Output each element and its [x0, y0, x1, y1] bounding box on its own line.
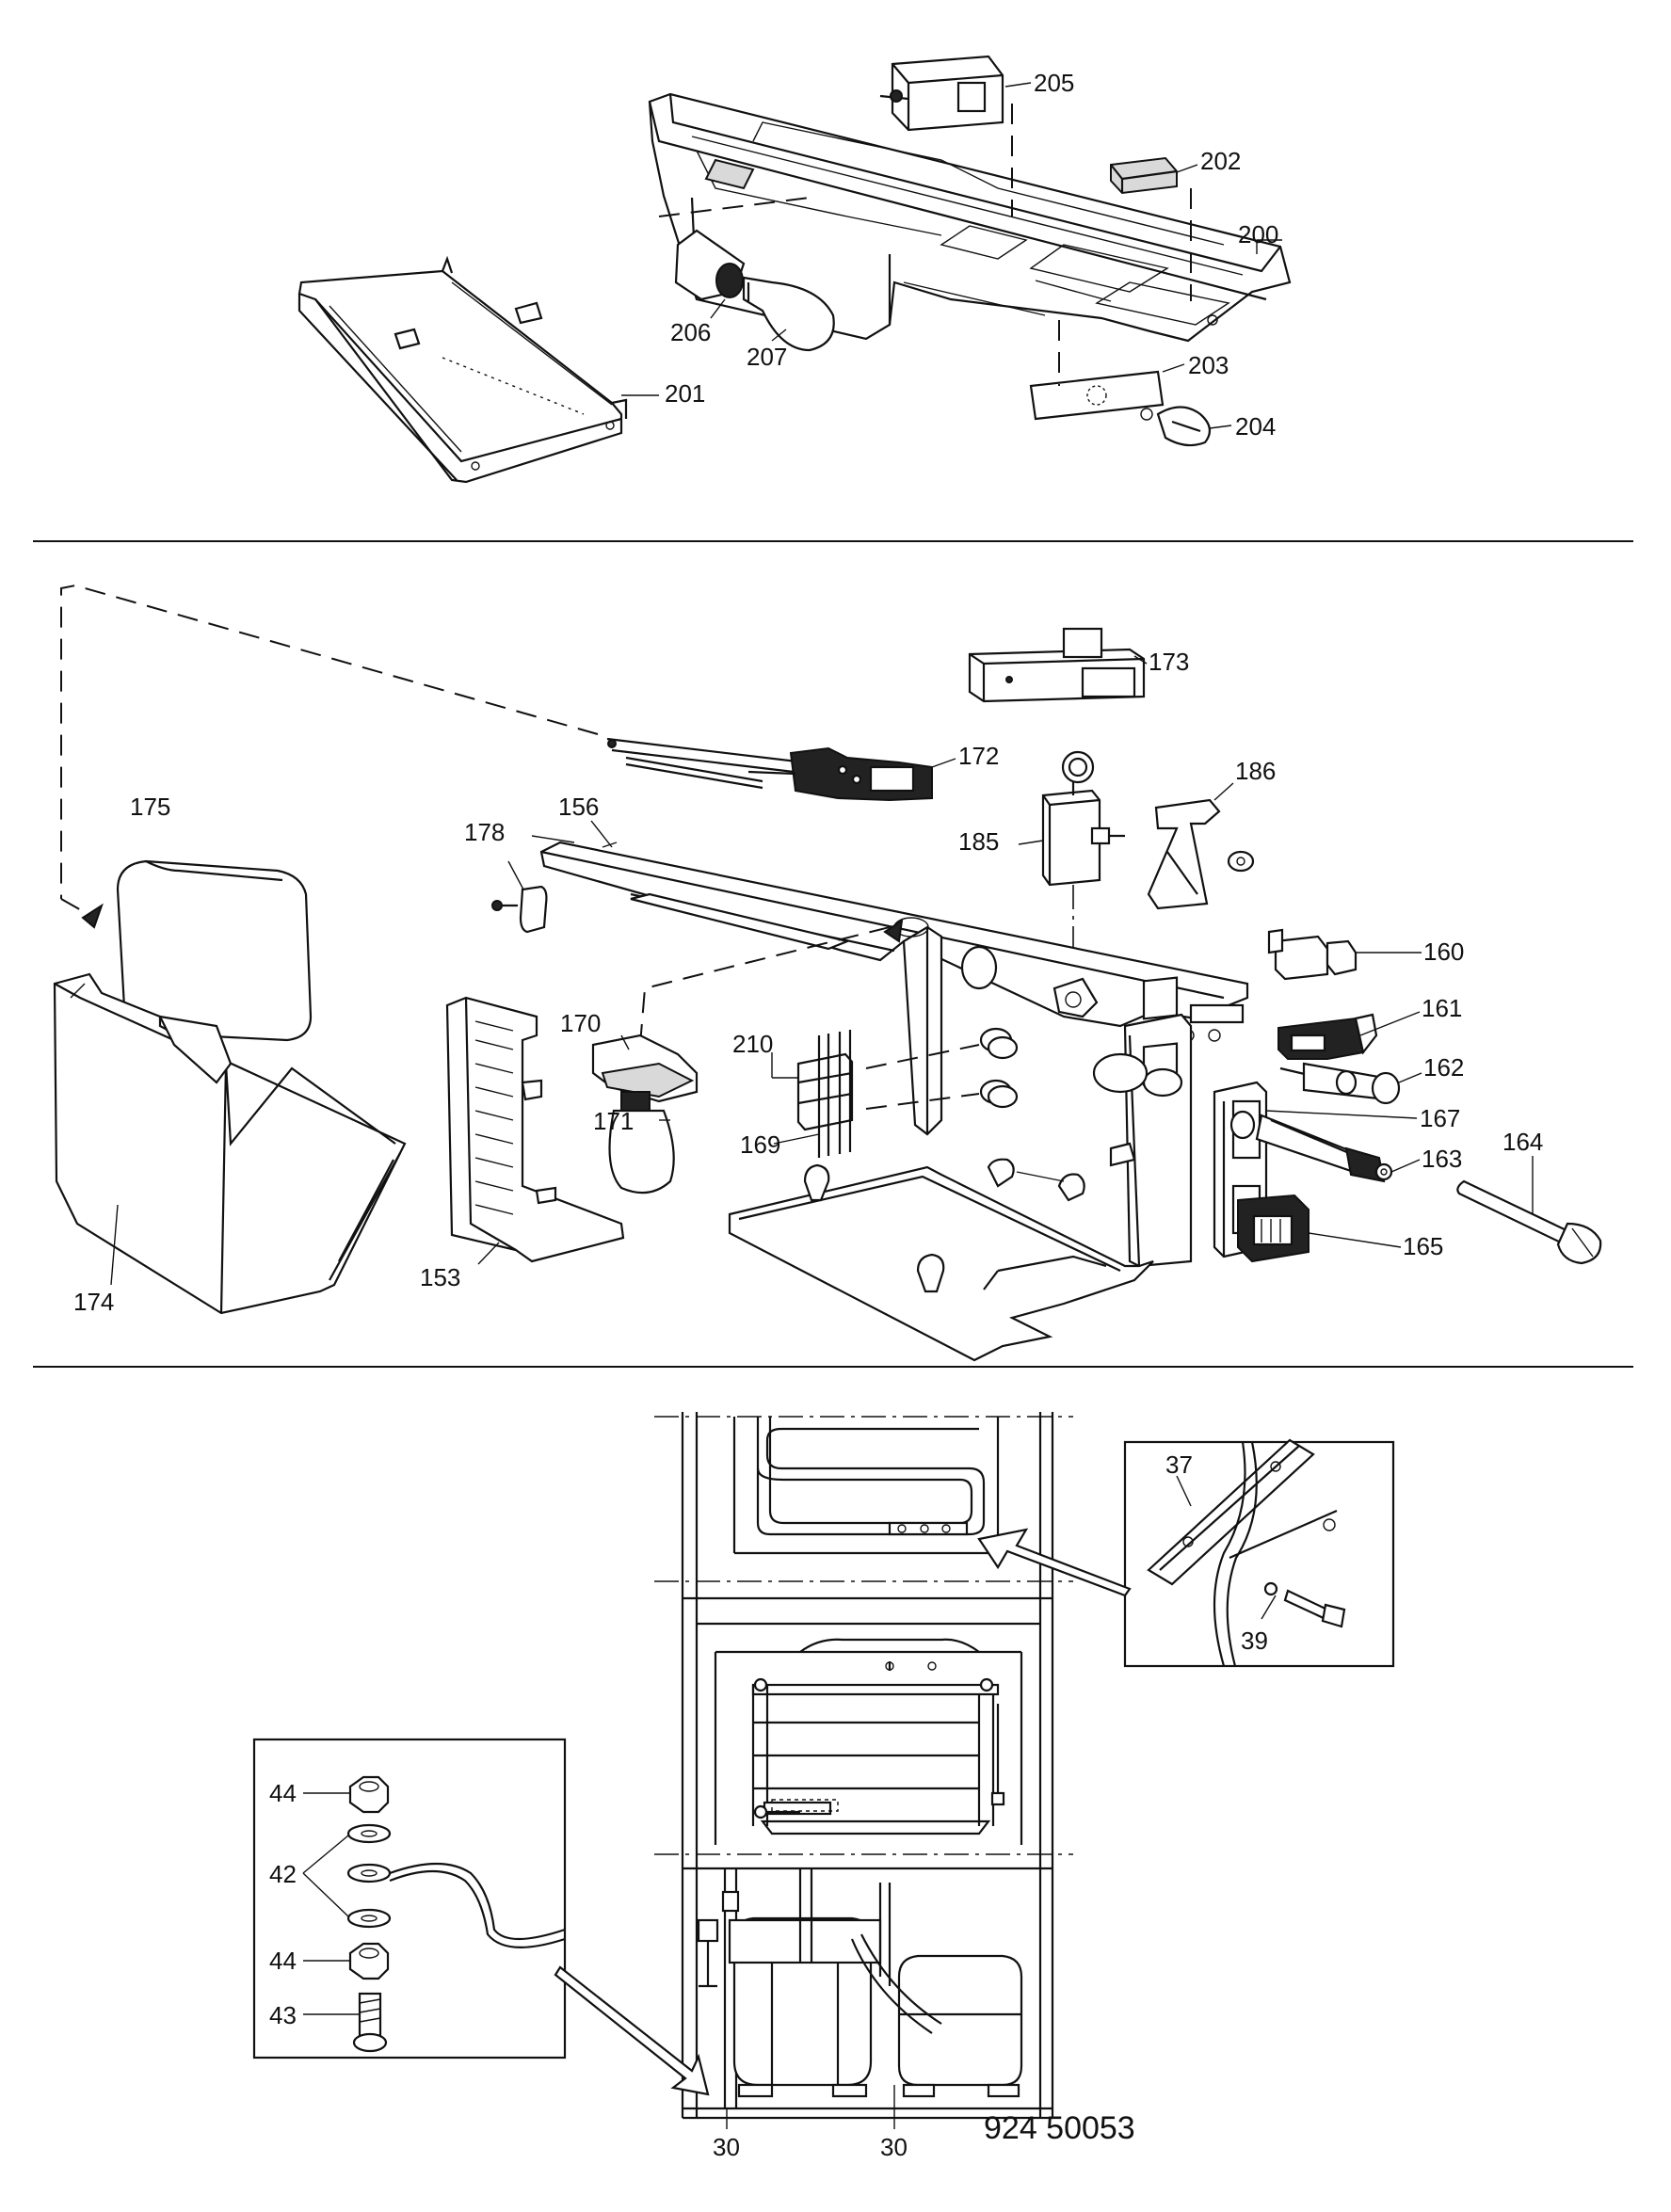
label-44-bottom: 44: [269, 1947, 297, 1975]
standoffs-drawing: [865, 1035, 1019, 1110]
freezer-coils-drawing: [732, 1417, 1000, 1555]
rod-164-drawing: [1456, 1179, 1602, 1265]
label-203: 203: [1188, 351, 1229, 379]
terminal-block-210-drawing: [796, 1030, 854, 1158]
lamp-holder-202-drawing: [1110, 156, 1192, 301]
label-30-left: 30: [713, 2133, 740, 2161]
label-174: 174: [73, 1288, 114, 1316]
cover-175-drawing: [116, 859, 313, 1042]
label-207: 207: [747, 343, 787, 371]
label-30-right: 30: [880, 2133, 908, 2161]
lamp-206-207-drawing: [658, 197, 835, 352]
label-163: 163: [1422, 1145, 1462, 1173]
switch-161-drawing: [1277, 1013, 1378, 1060]
lamp-170-171-drawing: [591, 918, 904, 1194]
label-175: 175: [130, 793, 170, 821]
cabinet-outline-drawing: [654, 1412, 1073, 2120]
label-165: 165: [1403, 1232, 1443, 1260]
label-39: 39: [1241, 1627, 1268, 1655]
label-156: 156: [558, 793, 599, 821]
label-42: 42: [269, 1860, 297, 1888]
label-204: 204: [1235, 412, 1276, 441]
relay-185-drawing: [1041, 750, 1125, 998]
base-plate-drawing: [728, 1158, 1154, 1362]
label-161: 161: [1422, 994, 1462, 1022]
switch-165-drawing: [1237, 1194, 1309, 1263]
label-172: 172: [958, 742, 999, 770]
label-44-top: 44: [269, 1779, 297, 1807]
section-electrical-panel: 173 172 186 175 156 185 178 160 161 170 …: [53, 584, 1602, 1362]
bracket-186-drawing: [1147, 798, 1255, 910]
harness-172-drawing: [606, 737, 933, 802]
switch-160-drawing: [1267, 928, 1358, 981]
drawing-number: 924 50053: [984, 2110, 1135, 2146]
front-plate-drawing: [1092, 976, 1193, 1268]
label-206: 206: [670, 318, 711, 346]
inset-37-39: [977, 1438, 1395, 1668]
housing-200-drawing: [648, 92, 1292, 343]
clip-178-drawing: [491, 885, 548, 934]
inset-42-44: [252, 1738, 710, 2096]
section-control-box: 205 202 200 206 207 201 203 204: [297, 55, 1292, 484]
label-205: 205: [1034, 69, 1074, 97]
label-178: 178: [464, 818, 505, 846]
panel-156-drawing: [531, 835, 1249, 1042]
label-186: 186: [1235, 757, 1276, 785]
label-200: 200: [1238, 220, 1278, 248]
label-153: 153: [420, 1263, 460, 1291]
box-173-drawing: [968, 627, 1146, 703]
label-167: 167: [1420, 1104, 1460, 1132]
label-173: 173: [1149, 648, 1189, 676]
bracket-153-drawing: [445, 996, 625, 1263]
label-169: 169: [740, 1130, 780, 1159]
label-164: 164: [1502, 1128, 1543, 1156]
fridge-condenser-drawing: [714, 1638, 1023, 1845]
indicator-162-drawing: [1279, 1062, 1401, 1105]
cover-201-drawing: [297, 255, 628, 484]
label-202: 202: [1200, 147, 1241, 175]
label-170: 170: [560, 1009, 601, 1037]
label-171: 171: [593, 1107, 634, 1135]
section-cabinet-rear: 37 39: [252, 1412, 1395, 2161]
label-37: 37: [1165, 1451, 1193, 1479]
label-162: 162: [1423, 1053, 1464, 1082]
label-160: 160: [1423, 938, 1464, 966]
compressors-drawing: [697, 1868, 1023, 2108]
label-201: 201: [665, 379, 705, 408]
thermostat-205-drawing: [879, 55, 1013, 216]
label-185: 185: [958, 827, 999, 856]
housing-174-drawing: [53, 972, 407, 1315]
plate-203-knob-204-drawing: [1029, 320, 1212, 447]
label-43: 43: [269, 2001, 297, 2029]
label-210: 210: [732, 1030, 773, 1058]
